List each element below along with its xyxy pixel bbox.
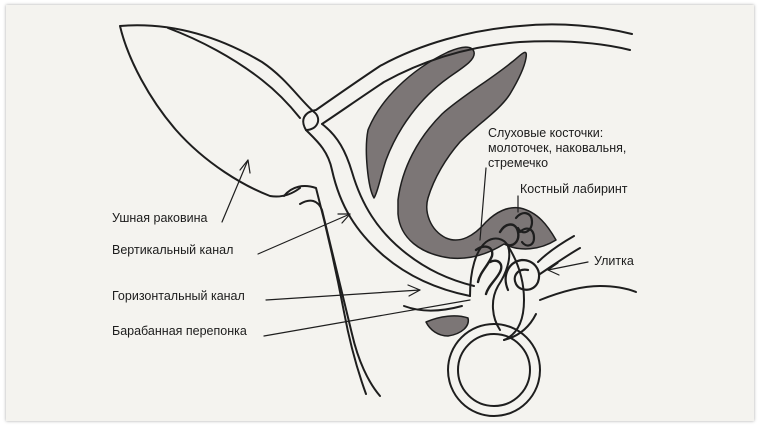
- vertical-canal-left-wall: [284, 186, 366, 394]
- pointer-vertical-canal: [258, 214, 350, 254]
- label-horizontal-canal: Горизонтальный канал: [112, 289, 245, 304]
- label-cochlea: Улитка: [594, 254, 634, 269]
- label-eardrum: Барабанная перепонка: [112, 324, 247, 339]
- tympanic-ring-outer: [448, 324, 540, 416]
- label-auricle: Ушная раковина: [112, 211, 207, 226]
- label-vertical-canal: Вертикальный канал: [112, 243, 233, 258]
- auricle-rim: [168, 28, 300, 118]
- bone-mass-lower: [426, 316, 468, 336]
- inner-ear-wall: [540, 286, 636, 300]
- pointer-auricle: [222, 160, 248, 222]
- tympanic-ring-inner: [458, 334, 530, 406]
- label-ossicles: Слуховые косточки: молоточек, наковальня…: [488, 126, 648, 171]
- ossicle-incus: [486, 261, 501, 294]
- label-bony-labyrinth: Костный лабиринт: [520, 182, 628, 197]
